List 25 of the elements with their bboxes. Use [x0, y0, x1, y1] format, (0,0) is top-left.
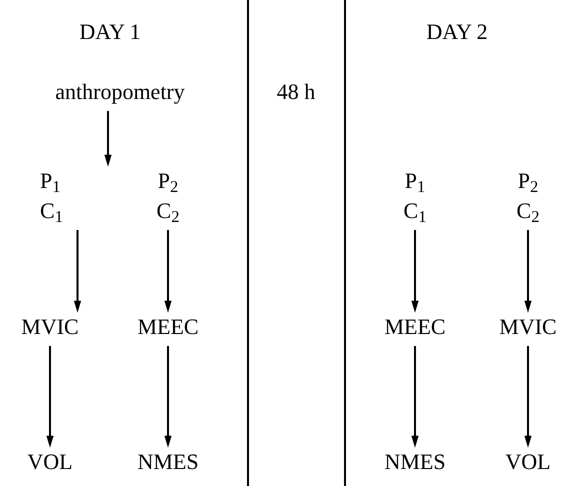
arrow [524, 230, 532, 313]
step-label: NMES [375, 447, 455, 477]
step-label: MEEC [128, 312, 208, 342]
arrow [164, 230, 172, 313]
arrow [104, 111, 112, 167]
step-label: NMES [128, 447, 208, 477]
step-label: P$_{2}$ C$_{2}$ [498, 166, 558, 226]
step-label: P$_{1}$ C$_{1}$ [385, 166, 445, 226]
step-label: P$_{2}$ C$_{2}$ [138, 166, 198, 226]
arrow [411, 346, 419, 448]
heading-label: DAY 2 [425, 18, 489, 46]
step-label: VOL [488, 447, 568, 477]
arrow [46, 346, 54, 448]
step-label: MVIC [10, 312, 90, 342]
step-label: anthropometry [40, 77, 200, 107]
heading-label: 48 h [276, 78, 316, 106]
arrow [524, 346, 532, 448]
arrow [411, 230, 419, 313]
heading-label: DAY 1 [78, 18, 142, 46]
arrow [164, 346, 172, 448]
step-label: MEEC [375, 312, 455, 342]
step-label: P$_{1}$ C$_{1}$ [30, 166, 125, 226]
arrow [74, 230, 82, 313]
step-label: VOL [10, 447, 90, 477]
step-label: MVIC [488, 312, 568, 342]
